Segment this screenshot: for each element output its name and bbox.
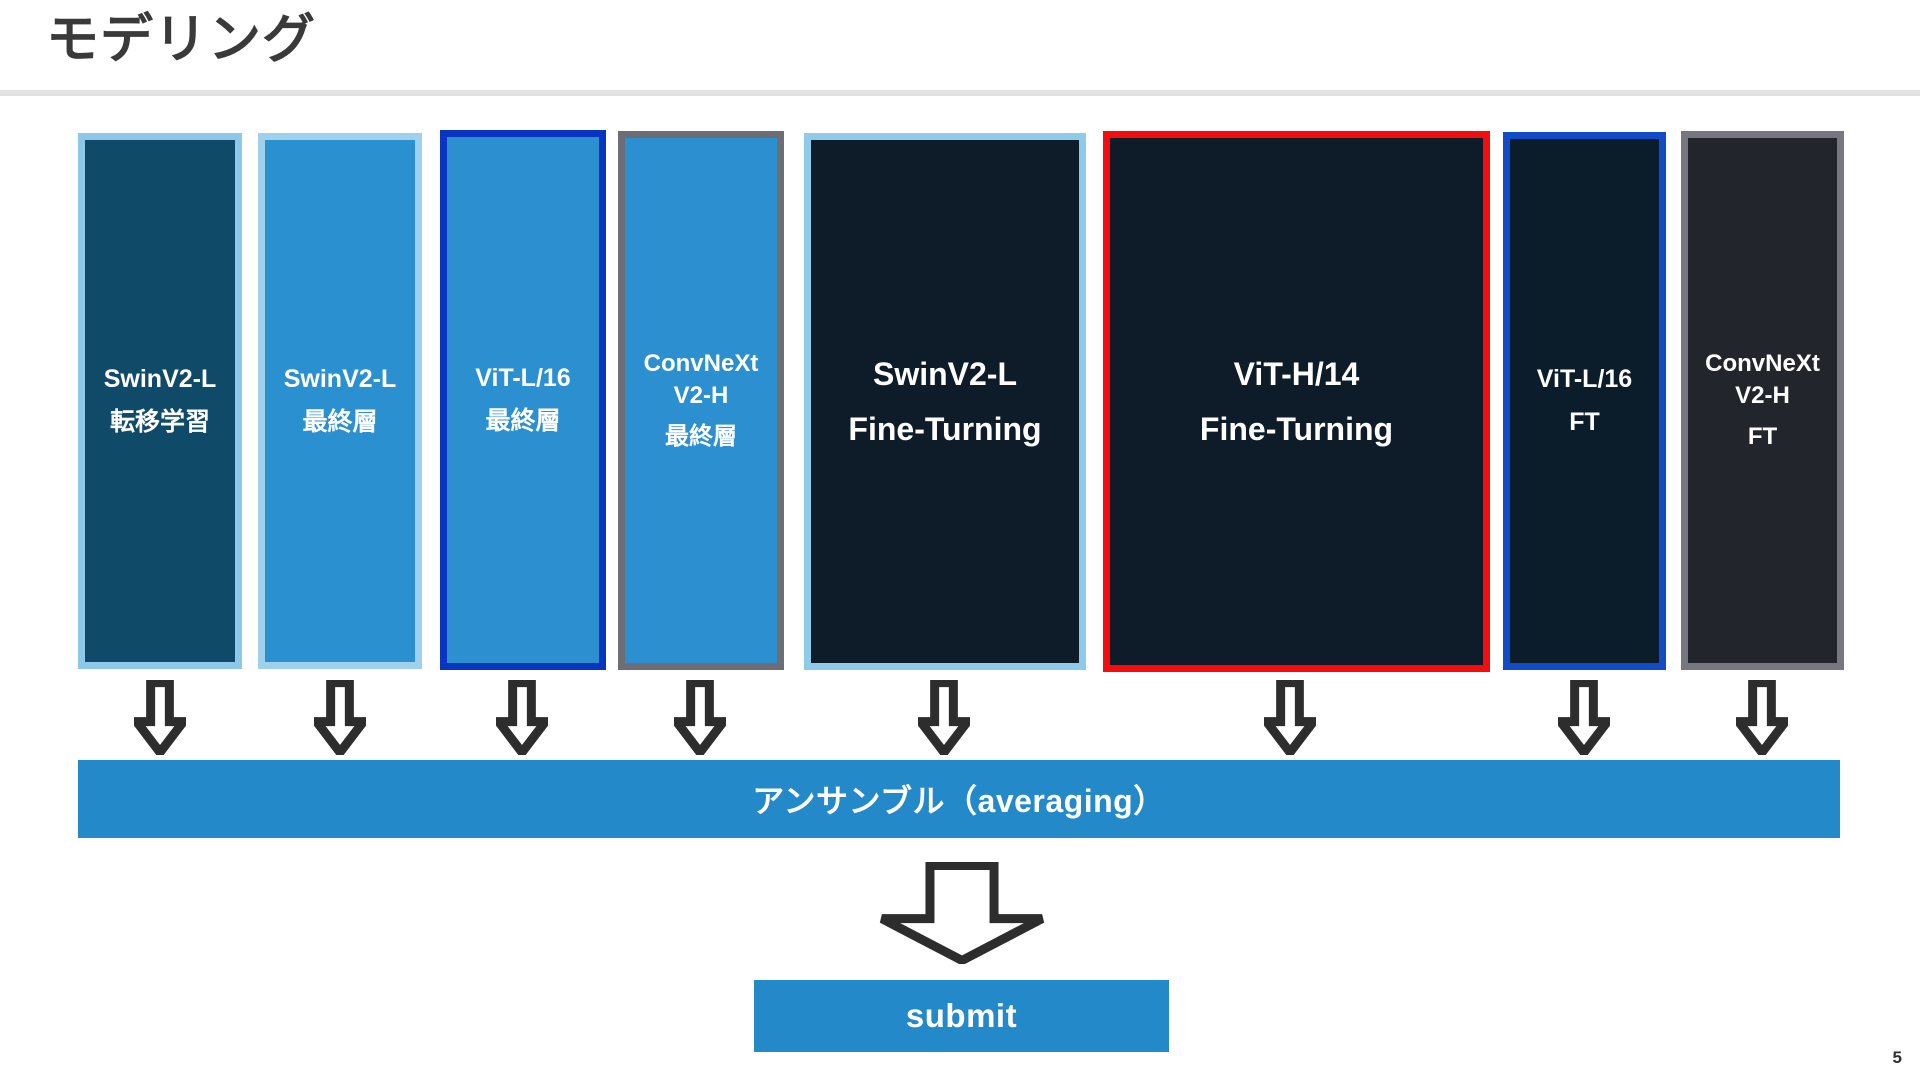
model-name: SwinV2-L (103, 364, 217, 393)
model-name: ViT-L/16 (475, 363, 571, 392)
submit-label: submit (905, 997, 1018, 1034)
model-name: ViT-L/16 (1536, 364, 1633, 393)
model-box: SwinV2-L 最終層 (258, 133, 422, 669)
ensemble-label: アンサンブル（averaging） (752, 783, 1166, 819)
page-title: モデリング (46, 10, 316, 69)
model-name: ViT-H/14 (1233, 355, 1360, 392)
down-block-arrow-icon (1736, 680, 1788, 755)
model-name-line2: V2-H (673, 381, 729, 409)
model-stage: 転移学習 (109, 408, 210, 436)
down-block-arrow-icon (674, 680, 726, 755)
model-stage: Fine-Turning (848, 411, 1042, 448)
model-stage: 最終層 (485, 407, 561, 435)
ensemble-bar: アンサンブル（averaging） (78, 760, 1840, 838)
down-block-arrow-icon (314, 680, 366, 755)
submit-box[interactable]: submit (754, 980, 1169, 1052)
down-block-arrow-icon (1558, 680, 1610, 755)
model-name: SwinV2-L (872, 355, 1017, 392)
model-name: ConvNeXt (643, 349, 759, 377)
down-block-arrow-icon-submit (873, 862, 1051, 964)
page-number: 5 (1892, 1048, 1902, 1067)
model-name: SwinV2-L (283, 364, 397, 393)
model-stage: Fine-Turning (1199, 411, 1394, 448)
model-stage: 最終層 (302, 408, 378, 436)
model-box: ViT-L/16 最終層 (440, 130, 606, 670)
down-block-arrow-icon (134, 680, 186, 755)
model-stage: 最終層 (665, 423, 737, 451)
model-stage: FT (1569, 408, 1600, 436)
down-block-arrow-icon (496, 680, 548, 755)
model-box: SwinV2-L 転移学習 (78, 133, 242, 669)
model-box: SwinV2-L Fine-Turning (804, 133, 1086, 670)
down-block-arrow-icon (918, 680, 970, 755)
model-name-line2: V2-H (1735, 381, 1790, 409)
model-name: ConvNeXt (1705, 349, 1820, 377)
model-stage: FT (1747, 423, 1778, 451)
title-divider (0, 90, 1920, 96)
down-block-arrow-icon (1264, 680, 1316, 755)
